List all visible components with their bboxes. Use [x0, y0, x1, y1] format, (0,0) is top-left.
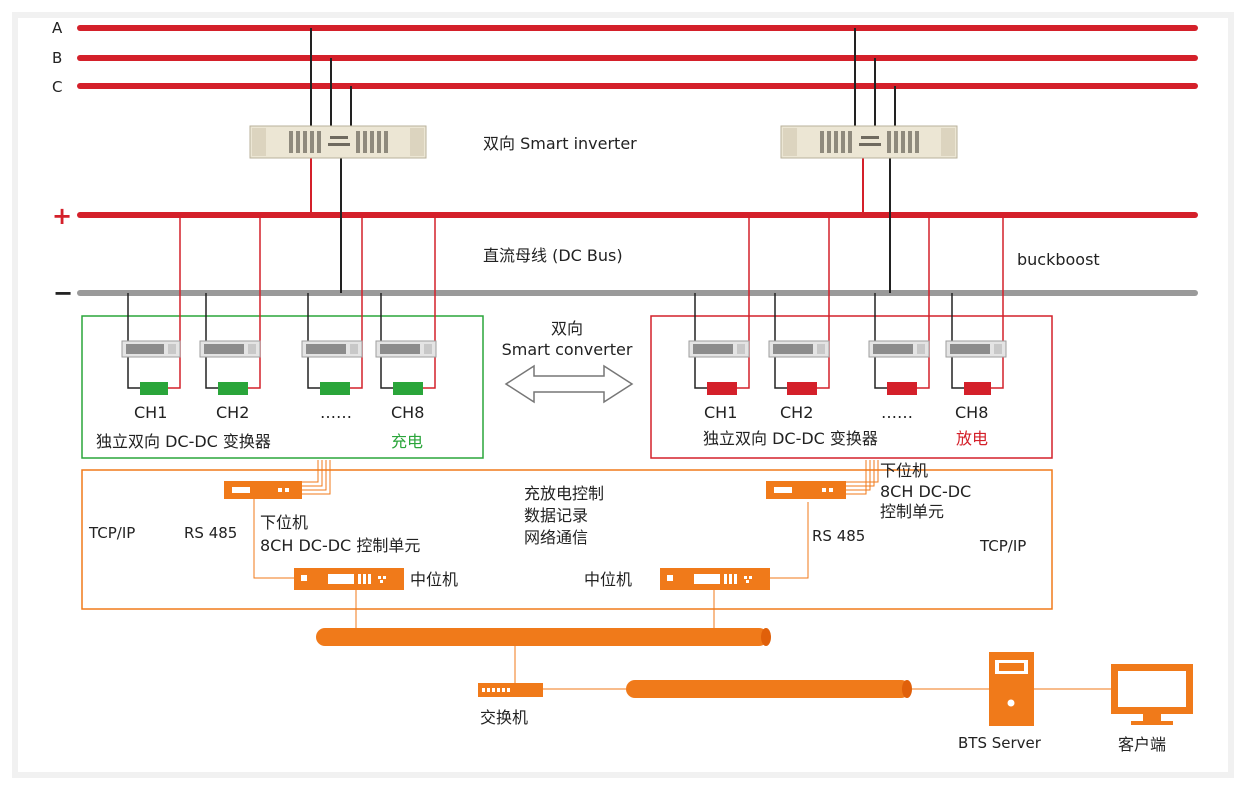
switch-label: 交换机: [480, 708, 528, 727]
server-icon: [989, 652, 1034, 726]
control-function-2: 数据记录: [524, 506, 588, 525]
tcpip-label-right: TCP/IP: [979, 537, 1026, 555]
discharge-batteries: [707, 382, 991, 395]
battery-icon: [218, 382, 248, 395]
discharge-converter-modules: [688, 340, 1007, 358]
charge-mode-label: 充电: [391, 432, 423, 451]
converter-module: [688, 340, 750, 358]
charge-group-caption: 独立双向 DC-DC 变换器: [96, 432, 271, 451]
inverter-ac-connections: [310, 28, 896, 128]
battery-icon: [393, 382, 423, 395]
left-lower-controller: [224, 481, 302, 499]
inverter-dc-connections: [310, 158, 891, 293]
right-controller-line3: 控制单元: [880, 502, 944, 521]
converter-module: [868, 340, 930, 358]
ethernet-backbone-upper: [316, 628, 771, 646]
converter-module: [768, 340, 830, 358]
rs485-label-right: RS 485: [812, 527, 865, 545]
discharge-group-caption: 独立双向 DC-DC 变换器: [703, 429, 878, 448]
phase-a-label: A: [52, 19, 63, 37]
client-label: 客户端: [1118, 735, 1166, 754]
discharge-converter-wiring: [694, 215, 1004, 389]
battery-icon: [320, 382, 350, 395]
left-controller-title: 下位机: [260, 513, 308, 532]
right-mid-unit-label: 中位机: [584, 570, 632, 589]
rs485-label-left: RS 485: [184, 524, 237, 542]
right-controller-line2: 8CH DC-DC: [880, 482, 971, 501]
dc-plus-symbol: +: [52, 202, 72, 230]
inverter-device-left: [249, 125, 427, 159]
ethernet-backbone-lower: [626, 680, 912, 698]
charge-converter-modules: [121, 340, 437, 358]
control-network-frame: [81, 469, 1053, 610]
discharge-group-frame: [650, 315, 1053, 459]
right-lower-controller: [766, 481, 846, 499]
channel-label: CH8: [955, 403, 988, 422]
converter-module: [945, 340, 1007, 358]
channel-label: CH1: [134, 403, 167, 422]
converter-module: [121, 340, 181, 358]
left-mid-unit-label: 中位机: [410, 570, 458, 589]
phase-b-label: B: [52, 49, 62, 67]
converter-module: [199, 340, 261, 358]
charge-converter-wiring: [127, 215, 436, 389]
inverter-device-right: [780, 125, 958, 159]
battery-icon: [707, 382, 737, 395]
control-function-1: 充放电控制: [524, 484, 604, 503]
battery-icon: [887, 382, 917, 395]
channel-label: CH2: [780, 403, 813, 422]
charge-group-frame: [81, 315, 484, 459]
bidirectional-arrow-icon: [504, 364, 634, 404]
ac-phase-lines: [77, 25, 1198, 89]
control-function-3: 网络通信: [524, 528, 588, 547]
battery-icon: [140, 382, 168, 395]
converter-module: [375, 340, 437, 358]
channel-label: ……: [320, 403, 352, 422]
channel-label: CH2: [216, 403, 249, 422]
left-mid-unit: [294, 568, 404, 590]
phase-c-label: C: [52, 78, 62, 96]
battery-icon: [964, 382, 991, 395]
dc-minus-symbol: −: [53, 279, 73, 307]
tcpip-label-left: TCP/IP: [88, 524, 135, 542]
channel-label: ……: [881, 403, 913, 422]
inverter-label: 双向 Smart inverter: [483, 134, 637, 153]
converter-label-line2: Smart converter: [502, 340, 633, 359]
buckboost-label: buckboost: [1017, 250, 1100, 269]
network-switch-icon: [478, 683, 543, 697]
charge-batteries: [140, 382, 423, 395]
diagram-panel: [18, 18, 1228, 772]
dc-bus-label: 直流母线 (DC Bus): [483, 246, 623, 265]
converter-label-line1: 双向: [551, 319, 583, 338]
monitor-icon: [1111, 664, 1193, 725]
left-controller-subtitle: 8CH DC-DC 控制单元: [260, 536, 420, 555]
server-label: BTS Server: [958, 734, 1042, 752]
converter-module: [301, 340, 363, 358]
right-controller-title: 下位机: [880, 461, 928, 480]
channel-label: CH1: [704, 403, 737, 422]
channel-label: CH8: [391, 403, 424, 422]
right-mid-unit: [660, 568, 770, 590]
discharge-mode-label: 放电: [956, 429, 988, 448]
battery-icon: [787, 382, 817, 395]
